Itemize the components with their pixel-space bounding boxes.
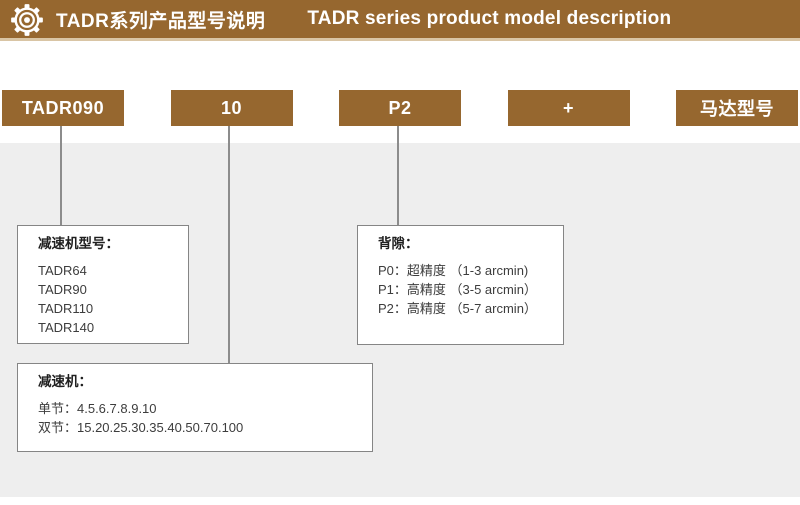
callout-reducer-stages-title: 减速机： — [38, 374, 92, 389]
model-segment-motor: 马达型号 — [676, 90, 798, 126]
callout-reducer-models-title: 减速机型号： — [38, 236, 119, 251]
connector-line-ratio — [228, 126, 230, 364]
connector-line-backlash — [397, 126, 399, 226]
page-title-en: TADR series product model description — [307, 8, 672, 29]
stage-item: 单节：4.5.6.7.8.9.10 — [38, 401, 157, 416]
model-segment-backlash: P2 — [339, 90, 461, 126]
reducer-model-item: TADR140 — [38, 320, 95, 335]
callout-reducer-models: 减速机型号： TADR64 TADR90 TADR110 TADR140 — [17, 225, 189, 344]
callout-reducer-stages: 减速机： 单节：4.5.6.7.8.9.10 双节：15.20.25.30.35… — [17, 363, 373, 452]
stage-item: 双节：15.20.25.30.35.40.50.70.100 — [38, 420, 244, 435]
backlash-item: P0：超精度 （1-3 arcmin) — [378, 263, 529, 278]
connector-line-series — [60, 126, 62, 226]
model-code-row: TADR090 10 P2 + 马达型号 — [0, 90, 800, 126]
reducer-model-item: TADR64 — [38, 263, 87, 278]
model-segment-ratio: 10 — [170, 90, 293, 126]
reducer-model-item: TADR90 — [38, 282, 87, 297]
page-title-zh: TADR系列产品型号说明 — [56, 10, 266, 32]
callout-backlash: 背隙： P0：超精度 （1-3 arcmin) P1：高精度 （3-5 arcm… — [357, 225, 564, 345]
model-segment-plus: + — [507, 90, 630, 126]
header-bar: TADR系列产品型号说明 TADR series product model d… — [0, 0, 800, 41]
reducer-model-item: TADR110 — [38, 301, 94, 316]
gear-icon — [10, 3, 44, 37]
callout-backlash-title: 背隙： — [378, 236, 419, 251]
backlash-item: P1：高精度 （3-5 arcmin） — [378, 282, 537, 297]
model-segment-series: TADR090 — [2, 90, 124, 126]
backlash-item: P2：高精度 （5-7 arcmin） — [378, 301, 537, 316]
